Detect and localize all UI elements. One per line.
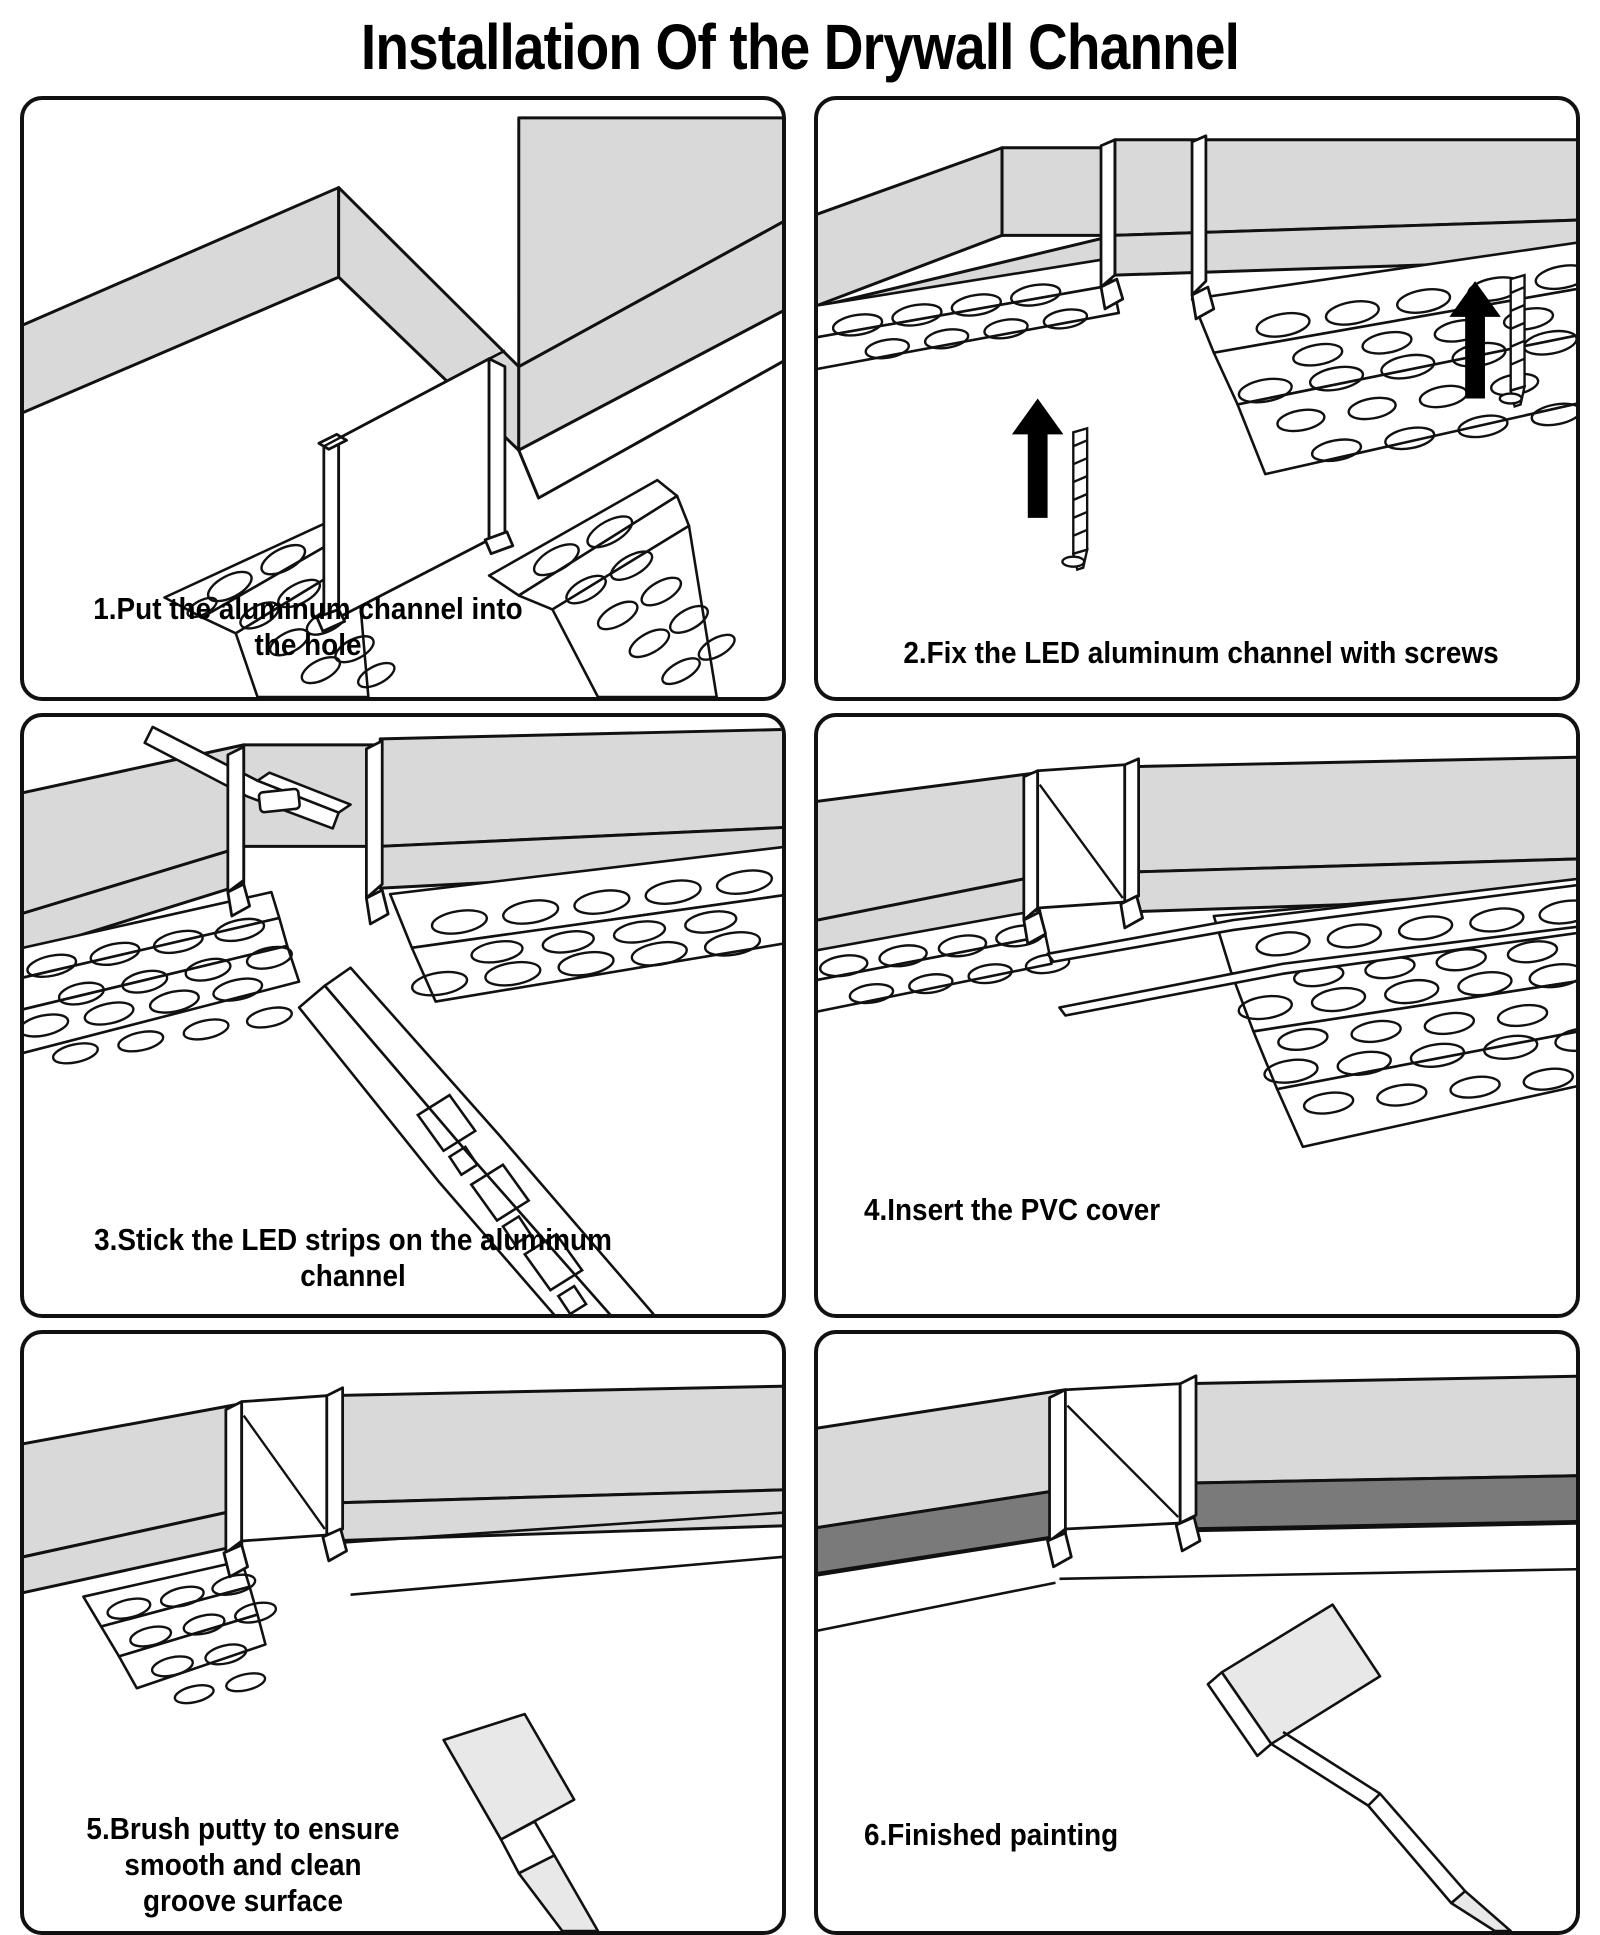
step-panel-4[interactable]: 4.Insert the PVC cover [814, 713, 1580, 1318]
channel-into-hole-illustration [24, 116, 782, 697]
up-arrow-left [1011, 398, 1064, 518]
step-panel-2[interactable]: 2.Fix the LED aluminum channel with scre… [814, 96, 1580, 701]
step-panel-3[interactable]: 3.Stick the LED strips on the aluminum c… [20, 713, 786, 1318]
insert-pvc-cover-illustration [818, 755, 1576, 1149]
putty-knife [442, 1712, 600, 1931]
finished-painting-illustration [818, 1374, 1576, 1931]
step-panel-5[interactable]: 5.Brush putty to ensure smooth and clean… [20, 1330, 786, 1935]
steps-grid: 1.Put the aluminum channel into the hole [20, 96, 1580, 1935]
up-arrow-right [1449, 281, 1501, 399]
screw-left [1061, 426, 1089, 572]
stick-led-strips-illustration [24, 725, 782, 1314]
step-panel-1[interactable]: 1.Put the aluminum channel into the hole [20, 96, 786, 701]
step-panel-6[interactable]: 6.Finished painting [814, 1330, 1580, 1935]
led-strip [297, 966, 655, 1314]
brush-putty-illustration [24, 1384, 782, 1931]
screw-right [1498, 273, 1527, 409]
paint-roller [1206, 1603, 1512, 1931]
page-title: Installation Of the Drywall Channel [360, 11, 1240, 83]
fix-channel-with-screws-illustration [818, 134, 1576, 572]
